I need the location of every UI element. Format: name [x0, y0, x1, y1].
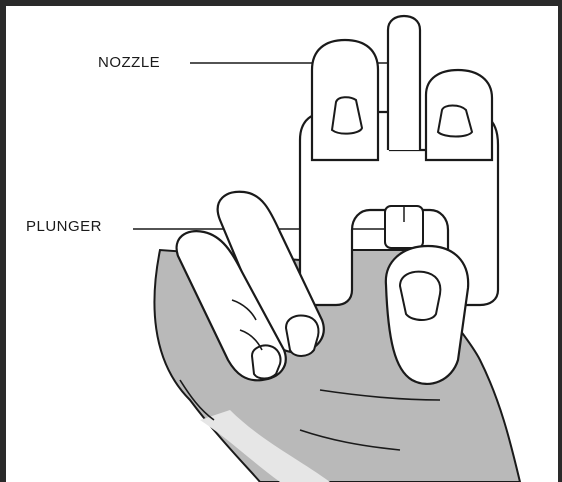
curled-fingernail-1 [286, 316, 319, 357]
nozzle-cover-fill [390, 112, 418, 150]
nozzle-label: NOZZLE [98, 54, 160, 71]
thumbnail [400, 272, 440, 320]
right-fingernail [438, 106, 472, 137]
curled-fingernail-2 [252, 345, 281, 378]
left-fingernail [332, 97, 362, 133]
plunger-label: PLUNGER [26, 218, 102, 235]
